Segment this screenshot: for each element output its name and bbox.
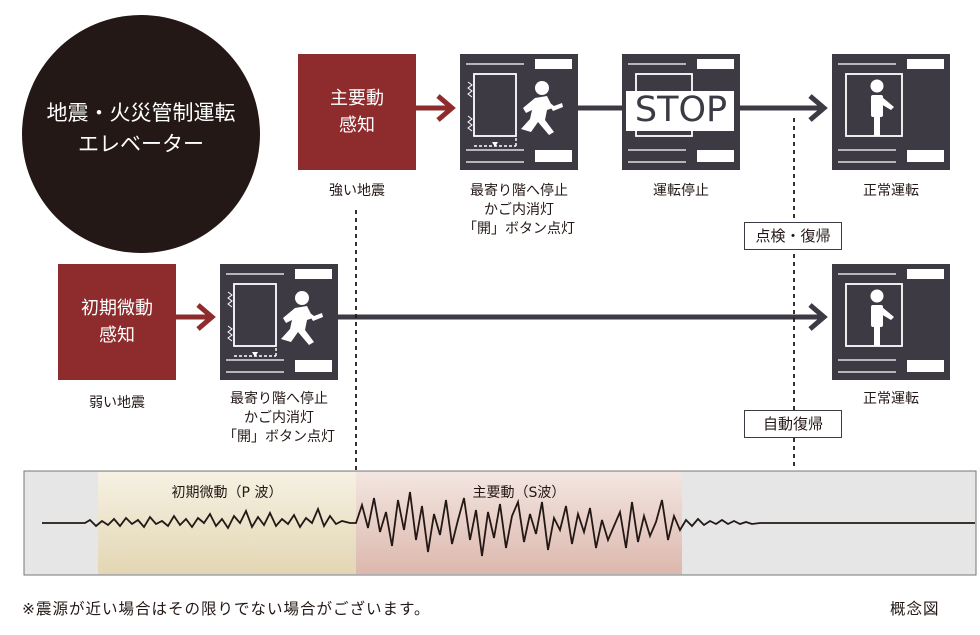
bottom-arrow-2 (338, 303, 828, 331)
bottom-arrow-1 (176, 303, 216, 331)
main-tremor-label-2: 感知 (339, 115, 375, 136)
auto-recovery-label: 自動復帰 (744, 410, 842, 438)
top-arrow-1 (416, 94, 456, 122)
elevator-normal-icon-top (831, 53, 951, 171)
bottom-step1-caption-line-1: 最寄り階へ停止 (230, 391, 328, 407)
top-step1-caption-line-1: 最寄り階へ停止 (470, 183, 568, 199)
concept-diagram-label: 概念図 (890, 600, 940, 618)
main-tremor-label-1: 主要動 (330, 88, 384, 109)
top-step1-caption-line-3: 「開」ボタン点灯 (463, 221, 575, 237)
s-wave-label: 主要動（S波） (473, 485, 566, 501)
inspection-recovery-label: 点検・復帰 (744, 222, 842, 250)
s-wave-band (356, 472, 682, 574)
p-wave-label: 初期微動（P 波） (172, 484, 283, 501)
top-normal-operation-caption: 正常運転 (863, 183, 919, 199)
weak-quake-caption: 弱い地震 (89, 395, 145, 411)
bottom-step1-caption-line-2: かご内消灯 (244, 410, 314, 426)
title-line-1: 地震・火災管制運転 (46, 101, 236, 125)
elevator-normal-icon-bottom (831, 263, 951, 381)
strong-quake-caption: 強い地震 (329, 183, 385, 199)
title-badge (22, 15, 260, 253)
top-step1-caption: 最寄り階へ停止 かご内消灯 「開」ボタン点灯 (450, 182, 588, 239)
top-step1-caption-line-2: かご内消灯 (484, 202, 554, 218)
title-text: 地震・火災管制運転 エレベーター (22, 98, 260, 160)
top-arrow-2 (740, 94, 828, 122)
main-tremor-detection-box: 主要動 感知 (298, 54, 416, 170)
initial-tremor-detection-box: 初期微動 感知 (58, 264, 176, 380)
elevator-stop-at-floor-icon (459, 53, 579, 171)
initial-tremor-label-2: 感知 (99, 325, 135, 346)
title-line-2: エレベーター (78, 132, 204, 156)
footnote: ※震源が近い場合はその限りでない場合がございます。 (22, 600, 431, 618)
elevator-stop-at-floor-icon-bottom (219, 263, 339, 381)
bottom-normal-operation-caption: 正常運転 (863, 391, 919, 407)
operation-stop-caption: 運転停止 (653, 183, 709, 199)
bottom-step1-caption: 最寄り階へ停止 かご内消灯 「開」ボタン点灯 (210, 390, 348, 447)
stop-sign-text: STOP (635, 90, 727, 130)
bottom-step1-caption-line-3: 「開」ボタン点灯 (223, 429, 335, 445)
seismic-waveform (42, 491, 975, 557)
initial-tremor-label-1: 初期微動 (81, 298, 153, 319)
